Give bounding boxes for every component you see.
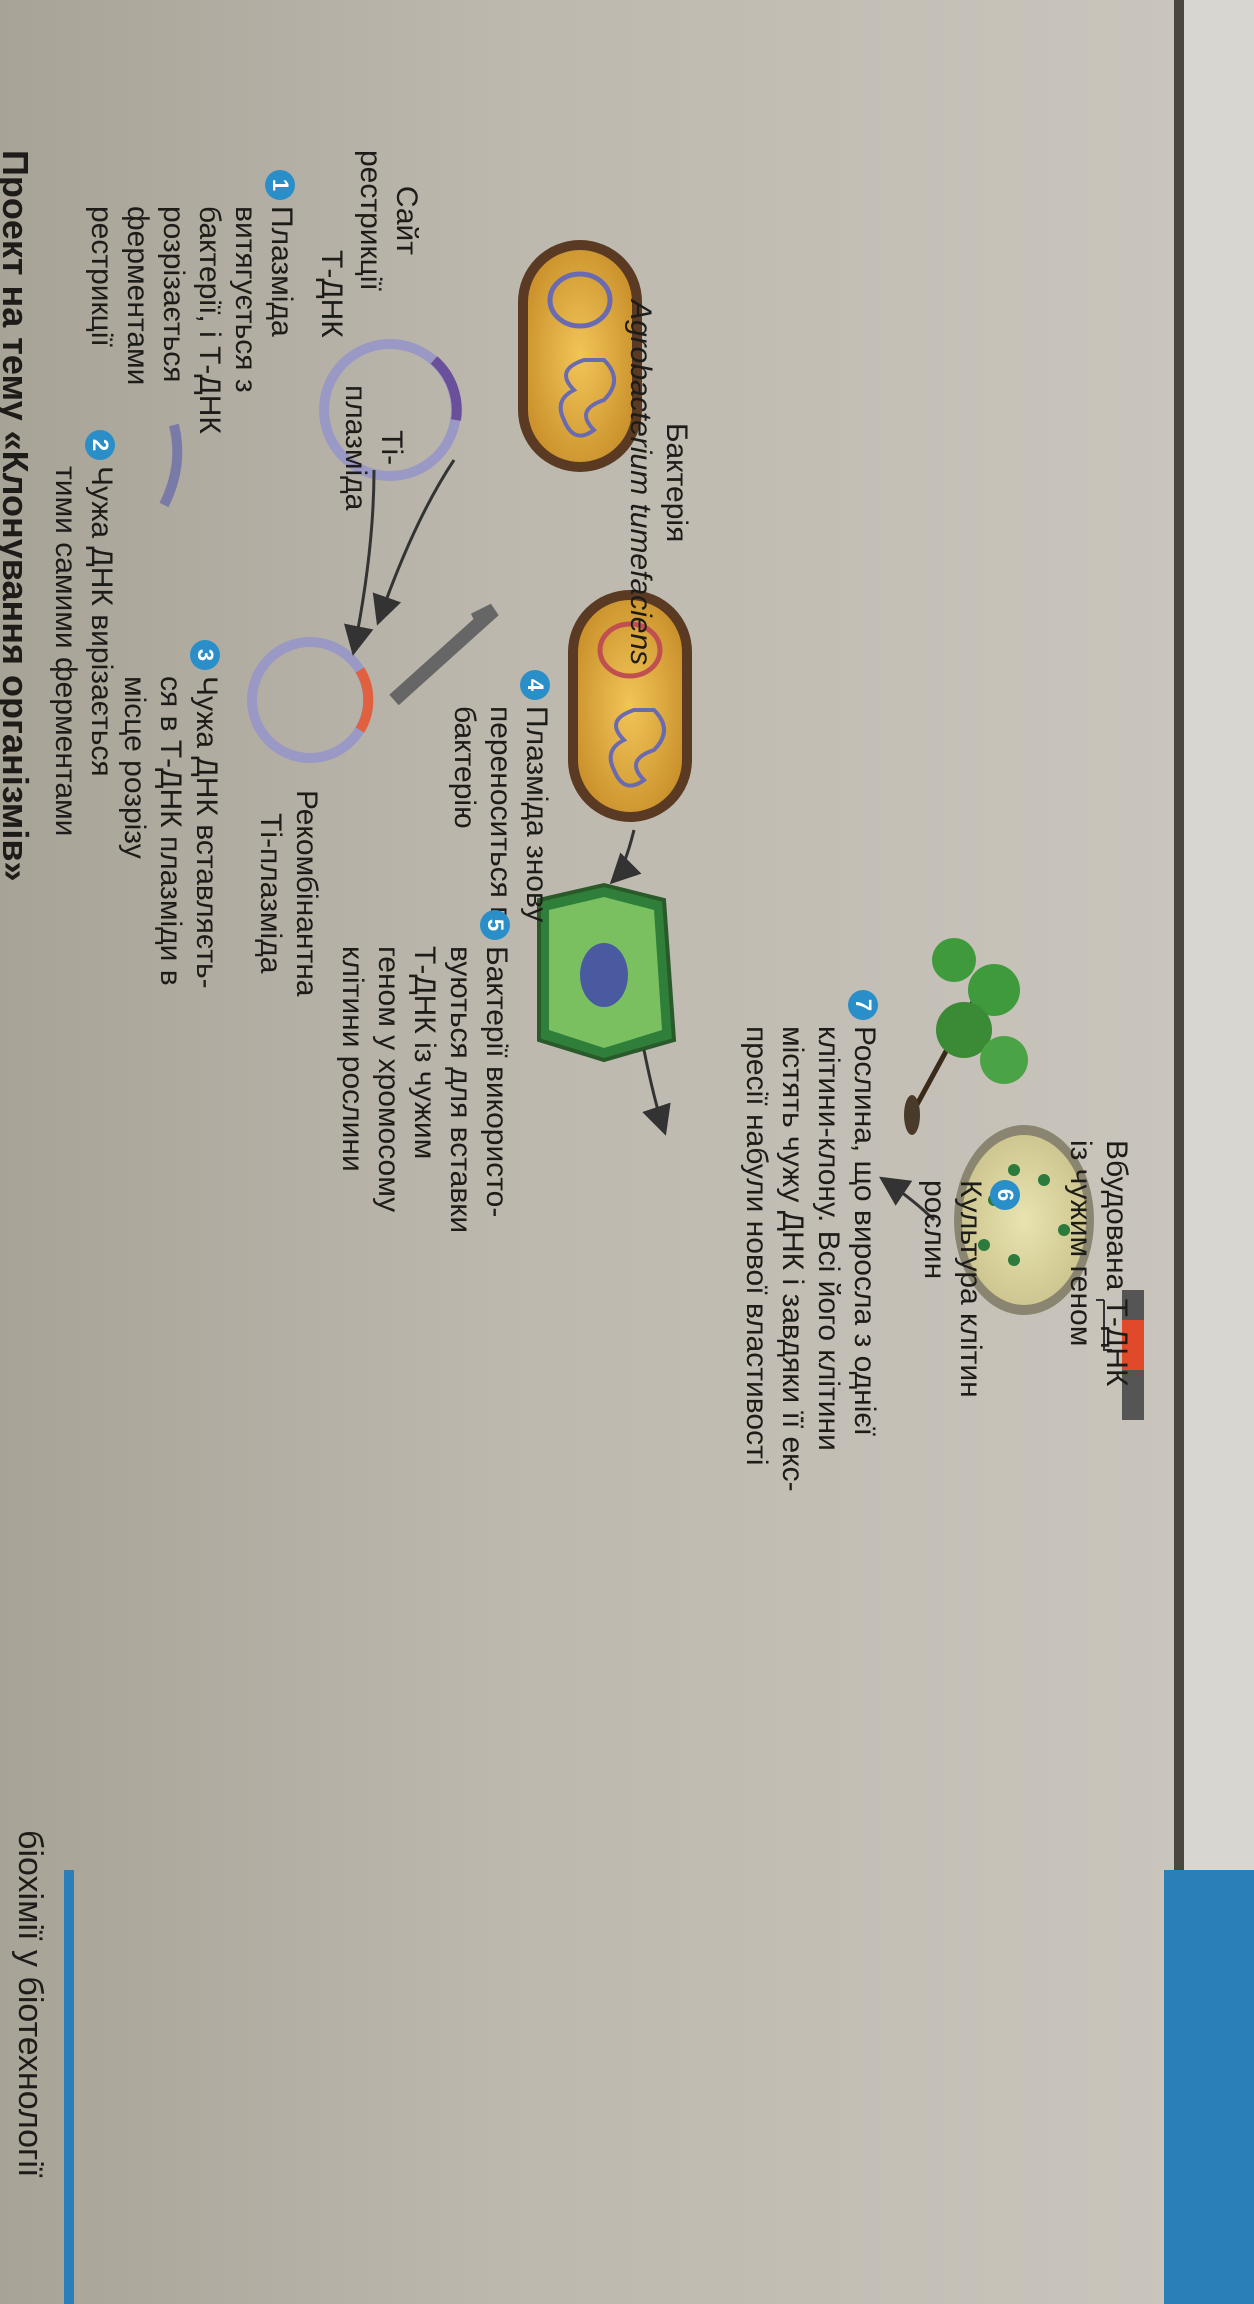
tdna-label: Т-ДНК bbox=[315, 250, 348, 338]
arrows bbox=[343, 459, 936, 1222]
step-3: 3Чужа ДНК вставляєть-ся в Т-ДНК плазміди… bbox=[116, 640, 224, 989]
bacterium-2 bbox=[568, 590, 692, 822]
project-heading: Проект на тему «Клонування організмів» bbox=[0, 150, 36, 882]
plant-cell bbox=[537, 882, 677, 1063]
gray-arrow bbox=[389, 603, 499, 706]
ti-plasmid-label: Ті-плазміда bbox=[339, 385, 408, 511]
bacterium-1 bbox=[518, 240, 642, 472]
bacterium-label-line2: Agrobacterium tumefaciens bbox=[624, 300, 657, 666]
embedded-tdna-strip bbox=[1096, 1290, 1144, 1420]
bacterium-label: Бактерія Agrobacterium tumefaciens bbox=[622, 300, 694, 665]
recombinant-plasmid bbox=[247, 637, 373, 763]
page-footer: біохімії у біотехнології bbox=[11, 1830, 49, 2178]
bacterium-label-line1: Бактерія bbox=[660, 422, 693, 543]
plant bbox=[904, 938, 1028, 1135]
petri-dish bbox=[954, 1125, 1094, 1315]
foreign-dna bbox=[159, 423, 183, 508]
